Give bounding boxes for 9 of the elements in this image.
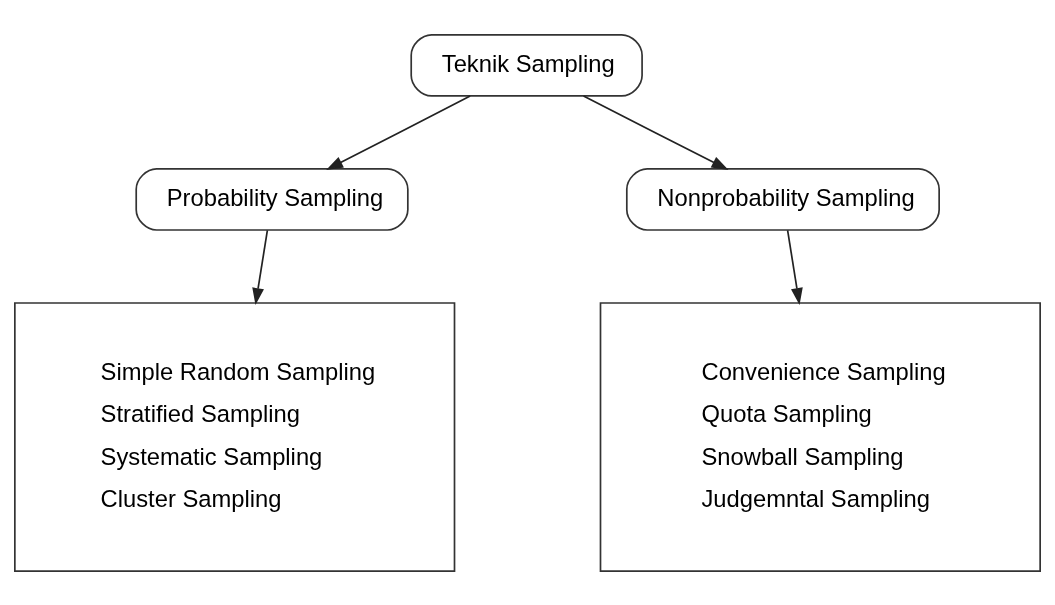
node-box: Simple Random Sampling Stratified Sampling Systematic Sampling Cluster Sampling <box>14 301 456 572</box>
arrow <box>326 94 471 170</box>
node-box: Teknik Sampling <box>410 33 643 97</box>
node-box: Nonprobability Sampling <box>625 167 940 231</box>
node-box: Convenience Sampling Quota Sampling Snowball Sampling Judgemntal Sampling <box>599 301 1041 572</box>
arrow <box>252 229 269 305</box>
node-box: Probability Sampling <box>135 167 409 231</box>
arrow <box>786 229 803 305</box>
arrow <box>582 94 729 170</box>
